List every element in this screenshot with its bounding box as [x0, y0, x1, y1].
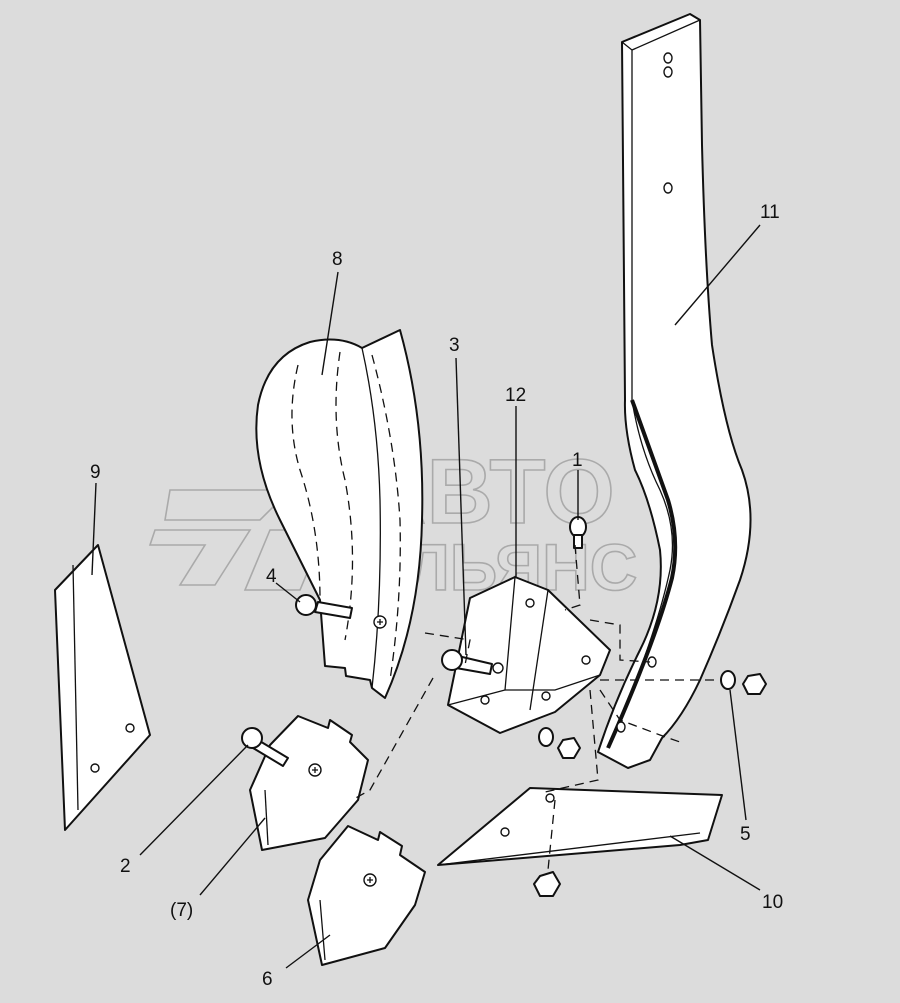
bolt-4-icon	[295, 594, 353, 619]
washer-icon	[538, 670, 736, 747]
callout-1: 1	[572, 450, 583, 471]
callout-9: 9	[90, 462, 101, 483]
assembly-lines	[351, 544, 720, 871]
callout-10: 10	[762, 892, 783, 913]
callout-labels: 11 8 3 12 1 9 4 2 (7) 6 5 10	[90, 202, 783, 990]
callout-12: 12	[505, 385, 526, 406]
leader-lines	[91, 224, 761, 969]
bolt-2-icon	[241, 727, 289, 767]
callout-8: 8	[332, 249, 343, 270]
callout-2: 2	[120, 856, 131, 877]
callout-6: 6	[262, 969, 273, 990]
callout-4: 4	[266, 566, 277, 587]
callout-5: 5	[740, 824, 751, 845]
part-8-moldboard	[255, 329, 424, 699]
part-10-point	[437, 787, 723, 866]
part-6-share	[307, 825, 426, 966]
part-9-side-plate	[54, 544, 151, 831]
part-7-share	[249, 715, 369, 851]
part-11-shank	[597, 13, 752, 769]
hardware	[241, 516, 767, 897]
callout-3: 3	[449, 335, 460, 356]
bolt-3-icon	[441, 649, 504, 675]
part-12-frog	[447, 576, 611, 734]
callout-11: 11	[760, 202, 780, 223]
nut-icon	[533, 673, 767, 897]
callout-7: (7)	[170, 900, 193, 921]
